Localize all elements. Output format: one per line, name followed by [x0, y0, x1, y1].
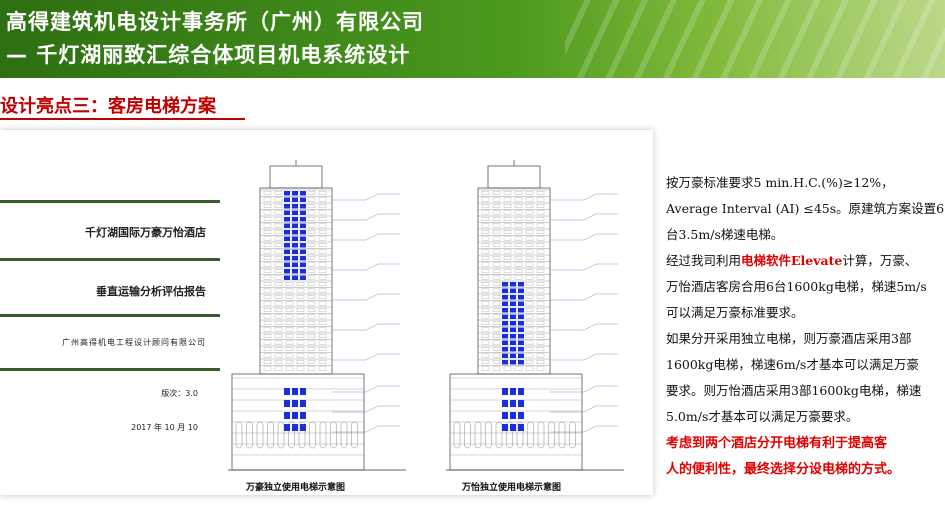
section-underline [0, 118, 245, 120]
content-image-panel: 千灯湖国际万豪万怡酒店 垂直运输分析评估报告 广州高得机电工程设计顾问有限公司 … [0, 130, 653, 495]
cover-hotel-name: 千灯湖国际万豪万怡酒店 [85, 226, 206, 239]
desc-line: 如果分开采用独立电梯，则万豪酒店采用3部 [666, 331, 912, 346]
desc-line: Average Interval (AI) ≤45s。原建筑方案设置6 [666, 201, 945, 216]
cover-date: 2017 年 10 月 10 [131, 423, 198, 432]
cover-version: 版次：3.0 [161, 389, 198, 398]
header-title-line1: 高得建筑机电设计事务所（广州）有限公司 [6, 10, 424, 34]
section-title: 设计亮点三：客房电梯方案 [0, 96, 216, 117]
header-stripe-decoration [565, 0, 945, 78]
conclusion-line: 考虑到两个酒店分开电梯有利于提高客 [666, 436, 888, 451]
elevate-software-highlight: 电梯软件Elevate [741, 253, 843, 268]
desc-line: 万怡酒店客房合用6台1600kg电梯，梯速5m/s [666, 279, 927, 294]
desc-line: 5.0m/s才基本可以满足万豪要求。 [666, 409, 859, 424]
building-elevation-courtyard [446, 160, 624, 471]
cover-company: 广州高得机电工程设计顾问有限公司 [62, 338, 206, 347]
caption-courtyard: 万怡独立使用电梯示意图 [462, 483, 562, 493]
drawing-courtyard [446, 160, 626, 490]
cover-divider [0, 258, 220, 261]
cover-divider [0, 314, 220, 317]
desc-line-elevate: 经过我司利用电梯软件Elevate计算，万豪、 [666, 250, 917, 269]
conclusion-line: 人的便利性，最终选择分设电梯的方式。 [666, 462, 901, 477]
header-banner: 高得建筑机电设计事务所（广州）有限公司 — 千灯湖丽致汇综合体项目机电系统设计 [0, 0, 945, 78]
desc-suffix: 计算，万豪、 [842, 253, 918, 268]
header-title-line2: — 千灯湖丽致汇综合体项目机电系统设计 [6, 43, 411, 67]
cover-divider [0, 200, 220, 203]
report-cover: 千灯湖国际万豪万怡酒店 垂直运输分析评估报告 广州高得机电工程设计顾问有限公司 … [0, 130, 220, 495]
building-elevation-marriott [228, 160, 406, 471]
drawing-marriott [228, 160, 408, 490]
desc-line: 台3.5m/s梯速电梯。 [666, 227, 784, 242]
desc-line: 按万豪标准要求5 min.H.C.(%)≥12%， [666, 175, 894, 190]
cover-divider [0, 368, 220, 371]
desc-line: 1600kg电梯，梯速6m/s才基本可以满足万豪 [666, 357, 919, 372]
desc-line: 要求。则万怡酒店采用3部1600kg电梯，梯速 [666, 383, 922, 398]
caption-marriott: 万豪独立使用电梯示意图 [246, 483, 346, 493]
desc-prefix: 经过我司利用 [666, 253, 742, 268]
cover-report-title: 垂直运输分析评估报告 [96, 285, 206, 298]
desc-line: 可以满足万豪标准要求。 [666, 305, 804, 320]
